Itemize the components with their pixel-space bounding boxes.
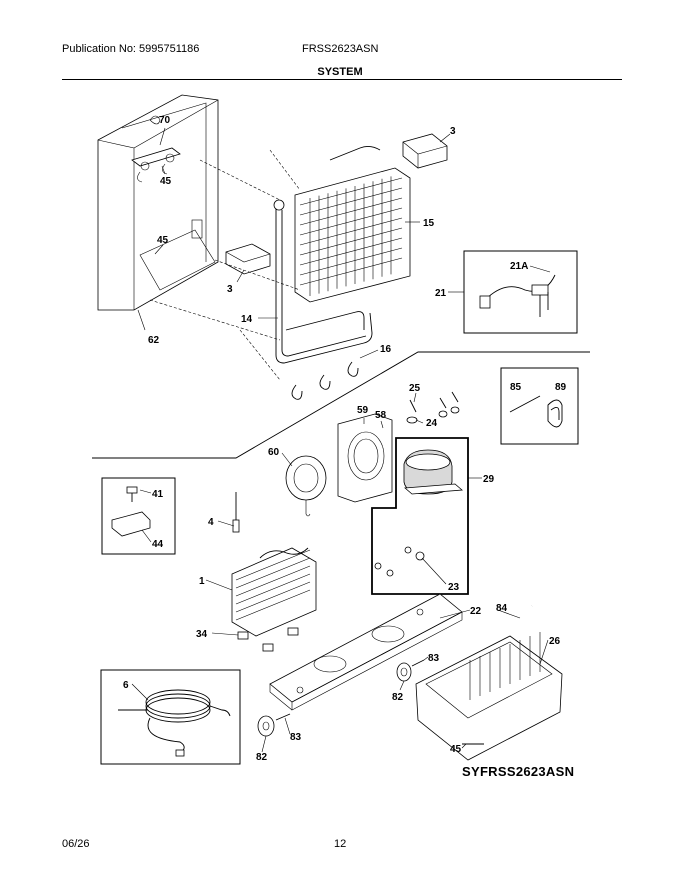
- callout-label: 45: [160, 176, 172, 187]
- compressor: [403, 449, 463, 495]
- evaporator-coil: [294, 145, 411, 303]
- callout-label: 45: [157, 235, 169, 246]
- callout-label: 22: [470, 606, 482, 617]
- callout-label: 44: [152, 539, 164, 550]
- callout-label: 83: [290, 732, 302, 743]
- callout-label: 3: [450, 126, 456, 137]
- callout-label: 59: [357, 405, 369, 416]
- callout-label: 29: [483, 474, 495, 485]
- tube-85: [509, 395, 541, 413]
- model-number: FRSS2623ASN: [302, 43, 379, 55]
- bracket-44: [111, 511, 151, 537]
- screw-41: [126, 486, 138, 502]
- callout-label: 62: [148, 335, 160, 346]
- callout-label: 85: [510, 382, 522, 393]
- callout-label: 60: [268, 447, 280, 458]
- callout-label: 25: [409, 383, 421, 394]
- callout-label: 21A: [510, 261, 528, 272]
- callout-label: 89: [555, 382, 567, 393]
- callout-label: 84: [496, 603, 508, 614]
- callout-label: 82: [392, 692, 404, 703]
- pad-34b: [287, 627, 299, 636]
- duct-pad-left: [225, 243, 271, 275]
- drain-clips: [291, 361, 359, 400]
- callout-label: 6: [123, 680, 129, 691]
- publication-number: Publication No: 5995751186: [62, 43, 200, 55]
- callout-label: 3: [227, 284, 233, 295]
- callout-label: 1: [199, 576, 205, 587]
- compressor-box: [371, 437, 469, 595]
- grommet-82-upper: [396, 662, 412, 682]
- callout-labels: 70 45 3 15 45 3 14 62 21A 21 16 25 58 59…: [123, 115, 567, 763]
- callout-label: 4: [208, 517, 214, 528]
- divider-line: [92, 351, 590, 459]
- screw-83-upper: [411, 659, 425, 667]
- power-cord-box: [100, 669, 241, 765]
- header-rule: [62, 79, 622, 80]
- callout-label: 58: [375, 410, 387, 421]
- drain-pan: [415, 632, 563, 761]
- callout-label: 82: [256, 752, 268, 763]
- duct-pad-top: [402, 133, 448, 169]
- page-number: 12: [334, 838, 347, 850]
- grommet-82-lower: [257, 715, 275, 737]
- callout-label: 14: [241, 314, 253, 325]
- callout-label: 15: [423, 218, 435, 229]
- grommets: [380, 391, 460, 444]
- wire-harness: [479, 274, 556, 317]
- cap-tube-box: [500, 367, 579, 445]
- callout-label: 26: [549, 636, 561, 647]
- callout-label: 83: [428, 653, 440, 664]
- diagram-code: SYFRSS2623ASN: [462, 764, 575, 779]
- callout-label: 34: [196, 629, 208, 640]
- footer-date: 06/26: [62, 838, 90, 850]
- section-title: SYSTEM: [317, 66, 363, 78]
- callout-label: 70: [159, 115, 171, 126]
- callout-label: 24: [426, 418, 438, 429]
- freezer-liner: [97, 94, 219, 311]
- callout-label: 41: [152, 489, 164, 500]
- defrost-heater: [273, 199, 373, 364]
- power-cord: [118, 689, 231, 757]
- spring-89: [547, 399, 563, 428]
- condenser-coil: [231, 547, 317, 637]
- fan-motor: [285, 455, 327, 517]
- bracket-box: [101, 477, 176, 555]
- hinge-bracket: [131, 147, 181, 183]
- screw-83-lower: [275, 713, 291, 721]
- callout-leaders: [131, 127, 551, 753]
- fan-shroud: [337, 413, 393, 503]
- callout-label: 23: [448, 582, 460, 593]
- compressor-grommets: [374, 546, 425, 577]
- callout-label: 16: [380, 344, 392, 355]
- pad-34c: [262, 643, 274, 652]
- callout-label: 45: [450, 744, 462, 755]
- pad-34a: [237, 631, 249, 640]
- callout-label: 21: [435, 288, 447, 299]
